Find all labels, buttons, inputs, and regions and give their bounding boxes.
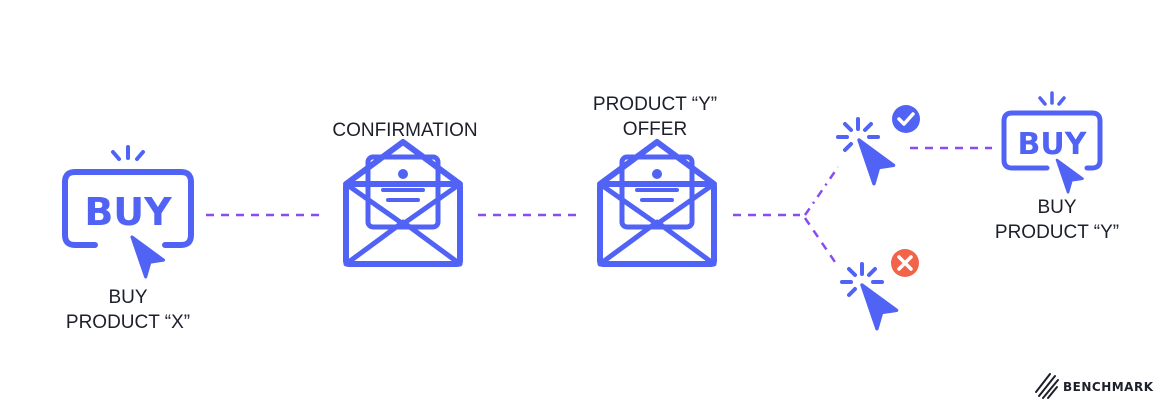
connector-reject	[803, 217, 837, 263]
x-icon	[891, 249, 919, 277]
brand-name: BENCHMARK	[1063, 380, 1154, 394]
benchmark-logo: BENCHMARK	[1035, 373, 1154, 399]
buy-button-text: BUY	[84, 190, 172, 234]
connector-accept	[803, 166, 840, 216]
cursor-reject-icon	[860, 283, 899, 331]
offer-label-2: OFFER	[623, 119, 687, 140]
confirmation-envelope-icon	[346, 142, 460, 264]
buy-product-y-label-2: PRODUCT “Y”	[995, 222, 1119, 243]
click-sparks-icon	[836, 117, 880, 152]
cursor-accept-icon	[857, 138, 896, 186]
buy-product-x-label-2: PRODUCT “X”	[66, 312, 190, 333]
buy-product-y-icon: BUY	[1001, 91, 1103, 194]
buy-product-y-label-1: BUY	[1037, 197, 1076, 218]
cursor-icon	[130, 235, 166, 279]
click-sparks-icon	[840, 262, 884, 297]
confirmation-label: CONFIRMATION	[332, 120, 477, 141]
offer-envelope-icon	[600, 142, 714, 264]
buy-button-text: BUY	[1018, 127, 1088, 162]
cursor-icon	[1055, 158, 1084, 194]
buy-product-x-icon: BUY	[62, 145, 194, 279]
buy-product-x-label-1: BUY	[108, 287, 147, 308]
offer-label-1: PRODUCT “Y”	[593, 94, 717, 115]
check-icon	[892, 105, 920, 133]
